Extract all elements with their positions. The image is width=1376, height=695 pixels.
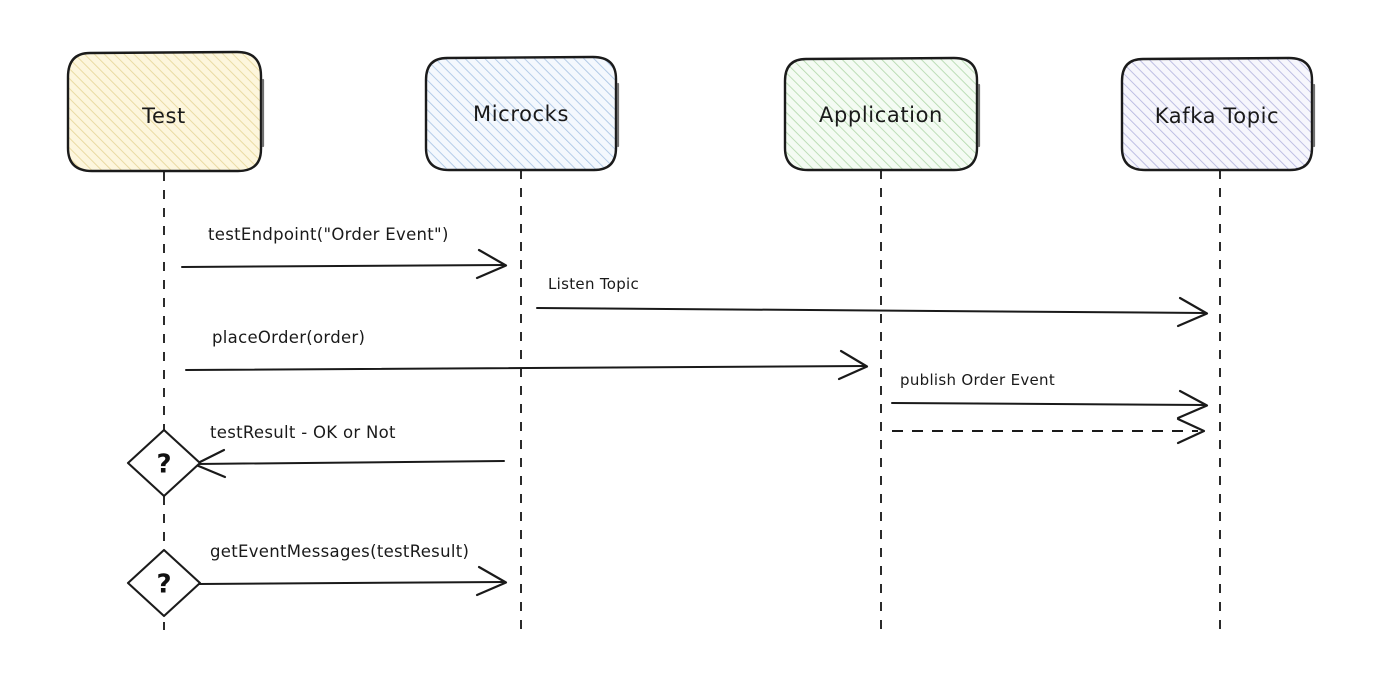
- participant-kafka-outline: [1120, 56, 1314, 172]
- participant-kafka-topic[interactable]: Kafka Topic: [1120, 56, 1316, 172]
- message-place-order-label: placeOrder(order): [212, 328, 365, 347]
- participant-test[interactable]: Test: [66, 50, 265, 173]
- message-kafka-ack-arrowhead: [1176, 417, 1206, 445]
- message-get-event-messages-label: getEventMessages(testResult): [210, 542, 469, 561]
- participant-kafka-fill: [1122, 58, 1312, 170]
- message-listen-topic[interactable]: Listen Topic: [536, 275, 1209, 328]
- message-get-event-messages-line: [197, 581, 505, 585]
- message-kafka-ack-dashed[interactable]: [892, 417, 1206, 445]
- participant-application-fill: [785, 58, 977, 170]
- message-test-result-line: [196, 460, 505, 465]
- message-publish-order-event[interactable]: publish Order Event: [891, 371, 1209, 420]
- gate-test-result-label: ?: [156, 450, 171, 480]
- participant-microcks-outline: [424, 55, 618, 172]
- message-get-event-messages[interactable]: getEventMessages(testResult): [197, 542, 508, 597]
- message-listen-topic-label: Listen Topic: [548, 275, 639, 293]
- message-listen-topic-arrowhead: [1176, 296, 1209, 328]
- participant-microcks-fill: [426, 57, 616, 170]
- message-test-endpoint[interactable]: testEndpoint("Order Event"): [181, 225, 508, 280]
- message-test-endpoint-arrowhead: [475, 248, 508, 280]
- participant-microcks[interactable]: Microcks: [424, 55, 620, 172]
- message-publish-order-event-arrowhead: [1176, 389, 1209, 420]
- participant-application[interactable]: Application: [783, 56, 981, 172]
- message-place-order-line: [185, 365, 866, 371]
- message-publish-order-event-line: [891, 402, 1206, 406]
- participant-test-label: Test: [141, 104, 186, 128]
- message-test-endpoint-line: [181, 264, 505, 268]
- message-listen-topic-line: [536, 307, 1206, 314]
- gate-get-event-messages-label: ?: [156, 570, 171, 600]
- gate-test-result[interactable]: ?: [126, 428, 202, 498]
- message-test-result-label: testResult - OK or Not: [210, 423, 396, 442]
- participant-test-outline: [66, 50, 263, 173]
- participant-kafka-label: Kafka Topic: [1155, 104, 1279, 128]
- participant-microcks-label: Microcks: [473, 102, 569, 126]
- message-get-event-messages-arrowhead: [475, 565, 508, 597]
- gate-get-event-messages[interactable]: ?: [126, 548, 202, 618]
- message-place-order-arrowhead: [837, 349, 869, 381]
- message-test-result[interactable]: testResult - OK or Not: [193, 423, 505, 479]
- message-place-order[interactable]: placeOrder(order): [185, 328, 869, 381]
- gate-get-event-messages-diamond: [126, 548, 202, 618]
- participant-application-outline: [783, 56, 979, 172]
- participant-application-label: Application: [819, 103, 943, 127]
- participant-test-fill: [68, 52, 261, 171]
- gate-test-result-diamond: [126, 428, 202, 498]
- message-publish-order-event-label: publish Order Event: [900, 371, 1055, 389]
- message-test-endpoint-label: testEndpoint("Order Event"): [208, 225, 449, 244]
